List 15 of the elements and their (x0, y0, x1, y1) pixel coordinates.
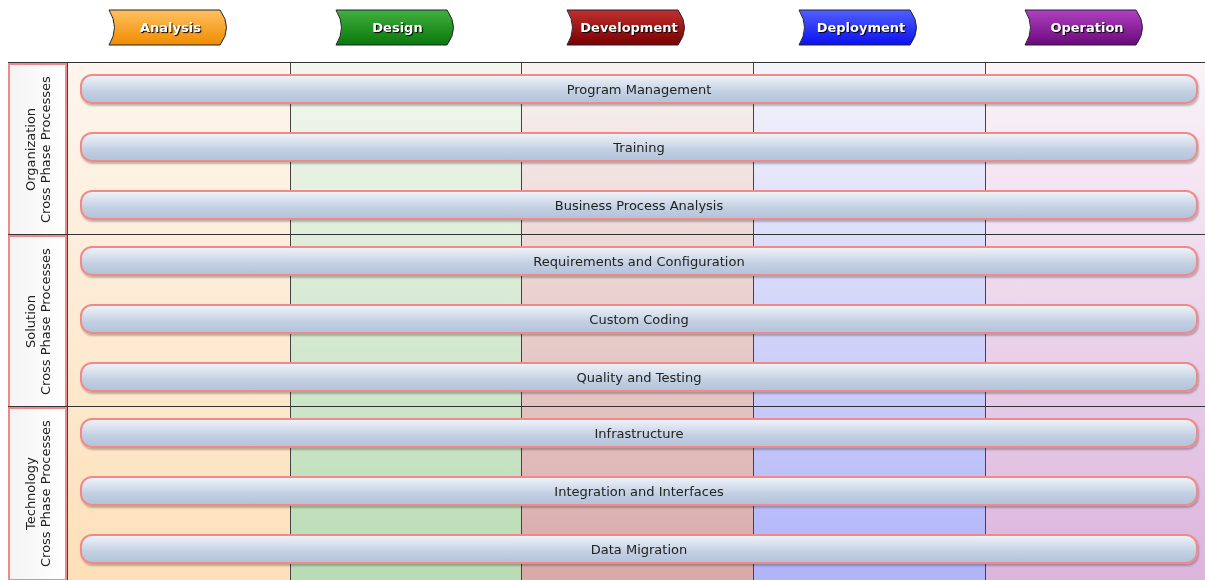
process-band: Program Management (80, 74, 1198, 104)
process-band: Infrastructure (80, 418, 1198, 448)
row-header-label: Organization Cross Phase Processes (8, 63, 67, 236)
process-band: Quality and Testing (80, 362, 1198, 392)
row-group (8, 406, 1205, 580)
row-header-label: Solution Cross Phase Processes (8, 235, 67, 408)
process-band: Custom Coding (80, 304, 1198, 334)
process-band: Integration and Interfaces (80, 476, 1198, 506)
process-band: Data Migration (80, 534, 1198, 564)
row-group (8, 234, 1205, 407)
process-band: Requirements and Configuration (80, 246, 1198, 276)
process-band: Training (80, 132, 1198, 162)
process-band: Business Process Analysis (80, 190, 1198, 220)
row-header-label: Technology Cross Phase Processes (8, 407, 67, 580)
row-group (8, 62, 1205, 235)
